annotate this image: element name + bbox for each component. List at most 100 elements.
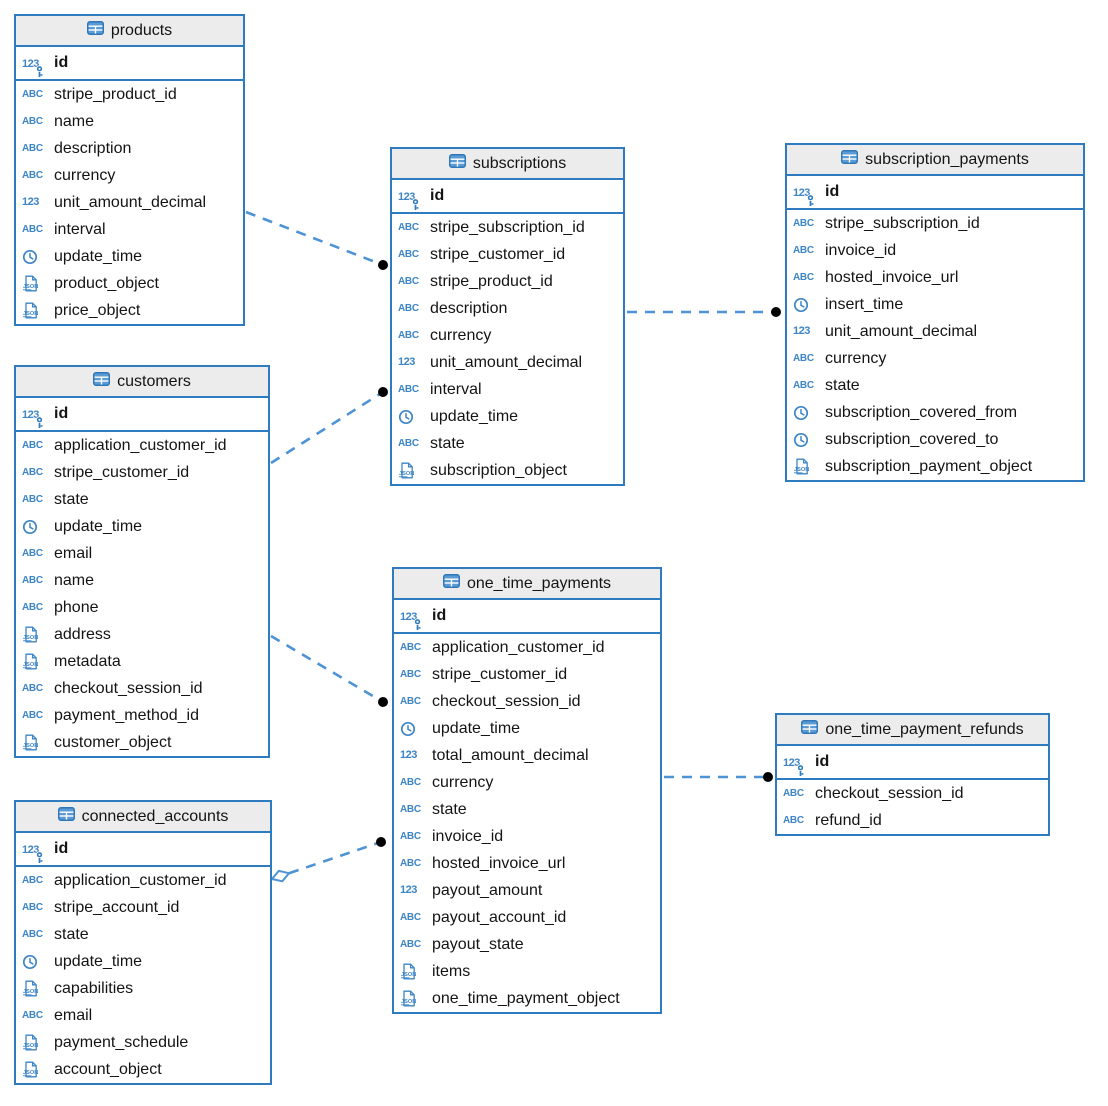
relationship-one_time_payments-to-one_time_payment_refunds[interactable] (664, 772, 773, 782)
column-row[interactable]: update_time (16, 513, 268, 540)
table-title: connected_accounts (81, 807, 229, 825)
relationship-products-to-subscriptions[interactable] (245, 210, 388, 270)
svg-text:JSON: JSON (401, 999, 416, 1005)
relationship-customers-to-subscriptions[interactable] (270, 387, 388, 465)
table-header[interactable]: one_time_payment_refunds (777, 715, 1048, 746)
table-header[interactable]: products (16, 16, 243, 47)
column-row[interactable]: update_time (16, 948, 270, 975)
relationship-customers-to-one_time_payments[interactable] (270, 634, 388, 707)
column-row[interactable]: subscription_covered_to (787, 426, 1083, 453)
column-row[interactable]: update_time (16, 243, 243, 270)
clock-type-icon (398, 409, 425, 425)
table-header[interactable]: customers (16, 367, 268, 398)
column-row[interactable]: update_time (392, 403, 623, 430)
clock-type-icon (793, 405, 820, 421)
table-header[interactable]: connected_accounts (16, 802, 270, 833)
relationship-connected_accounts-to-one_time_payments[interactable] (270, 837, 386, 883)
json-type-icon: JSON (22, 302, 49, 319)
table-header[interactable]: one_time_payments (394, 569, 660, 600)
json-type-icon: JSON (793, 458, 820, 475)
table-title: one_time_payments (466, 574, 612, 592)
column-row[interactable]: subscription_covered_from (787, 399, 1083, 426)
column-row[interactable]: insert_time (787, 291, 1083, 318)
table-header[interactable]: subscriptions (392, 149, 623, 180)
relationship-subscriptions-to-subscription_payments[interactable] (627, 307, 781, 317)
column-row[interactable]: update_time (394, 715, 660, 742)
table-header[interactable]: subscription_payments (787, 145, 1083, 176)
table-title: products (110, 21, 173, 39)
